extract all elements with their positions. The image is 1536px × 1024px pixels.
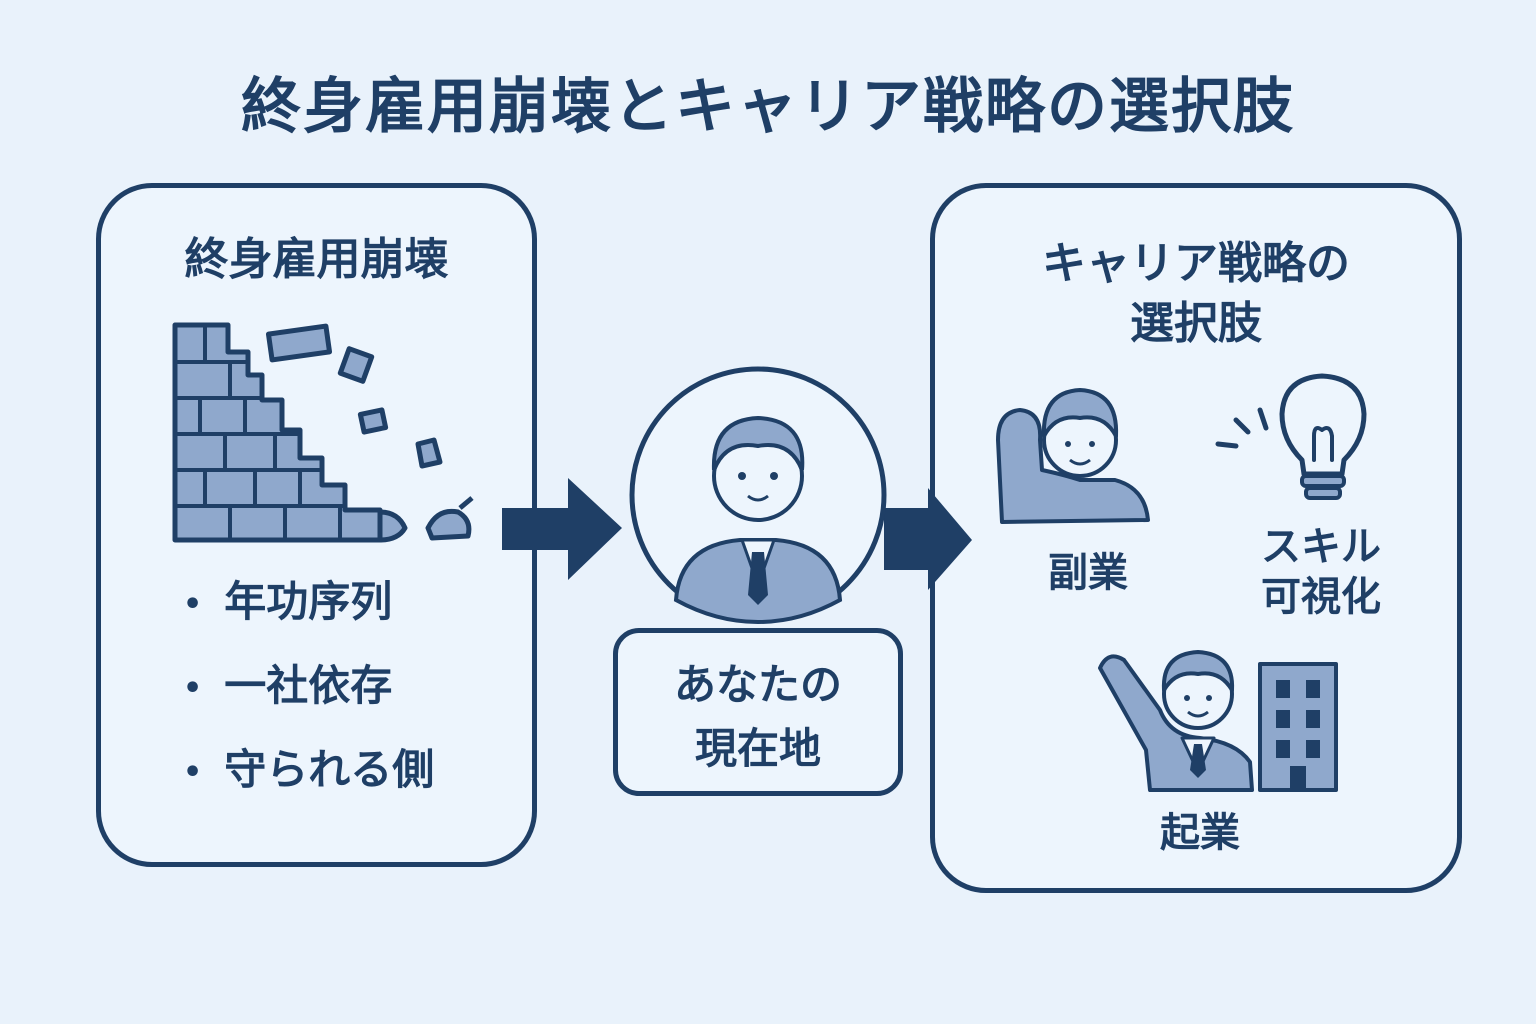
waving-person-icon — [996, 388, 1150, 524]
skill-visualization-label: スキル 可視化 — [1261, 524, 1381, 620]
arrow-right-icon — [884, 488, 972, 590]
bullet-item: •年功序列 — [183, 577, 393, 626]
person-avatar-icon — [629, 366, 887, 625]
light-bulb-icon — [1215, 373, 1367, 500]
side-job-label: 副業 — [1048, 550, 1128, 596]
current-location-box: あなたの 現在地 — [613, 628, 903, 796]
page-title: 終身雇用崩壊とキャリア戦略の選択肢 — [241, 72, 1295, 142]
startup-label: 起業 — [1160, 810, 1240, 856]
crumbling-wall-icon — [172, 322, 474, 543]
arrow-right-icon — [502, 478, 622, 580]
entrepreneur-icon — [1098, 650, 1338, 792]
bullet-item: •一社依存 — [183, 661, 393, 710]
left-panel-title: 終身雇用崩壊 — [184, 234, 449, 285]
collapse-bullet-list: •年功序列 •一社依存 •守られる側 — [183, 580, 434, 832]
bullet-item: •守られる側 — [183, 745, 435, 794]
right-panel-title: キャリア戦略の 選択肢 — [1042, 238, 1350, 349]
